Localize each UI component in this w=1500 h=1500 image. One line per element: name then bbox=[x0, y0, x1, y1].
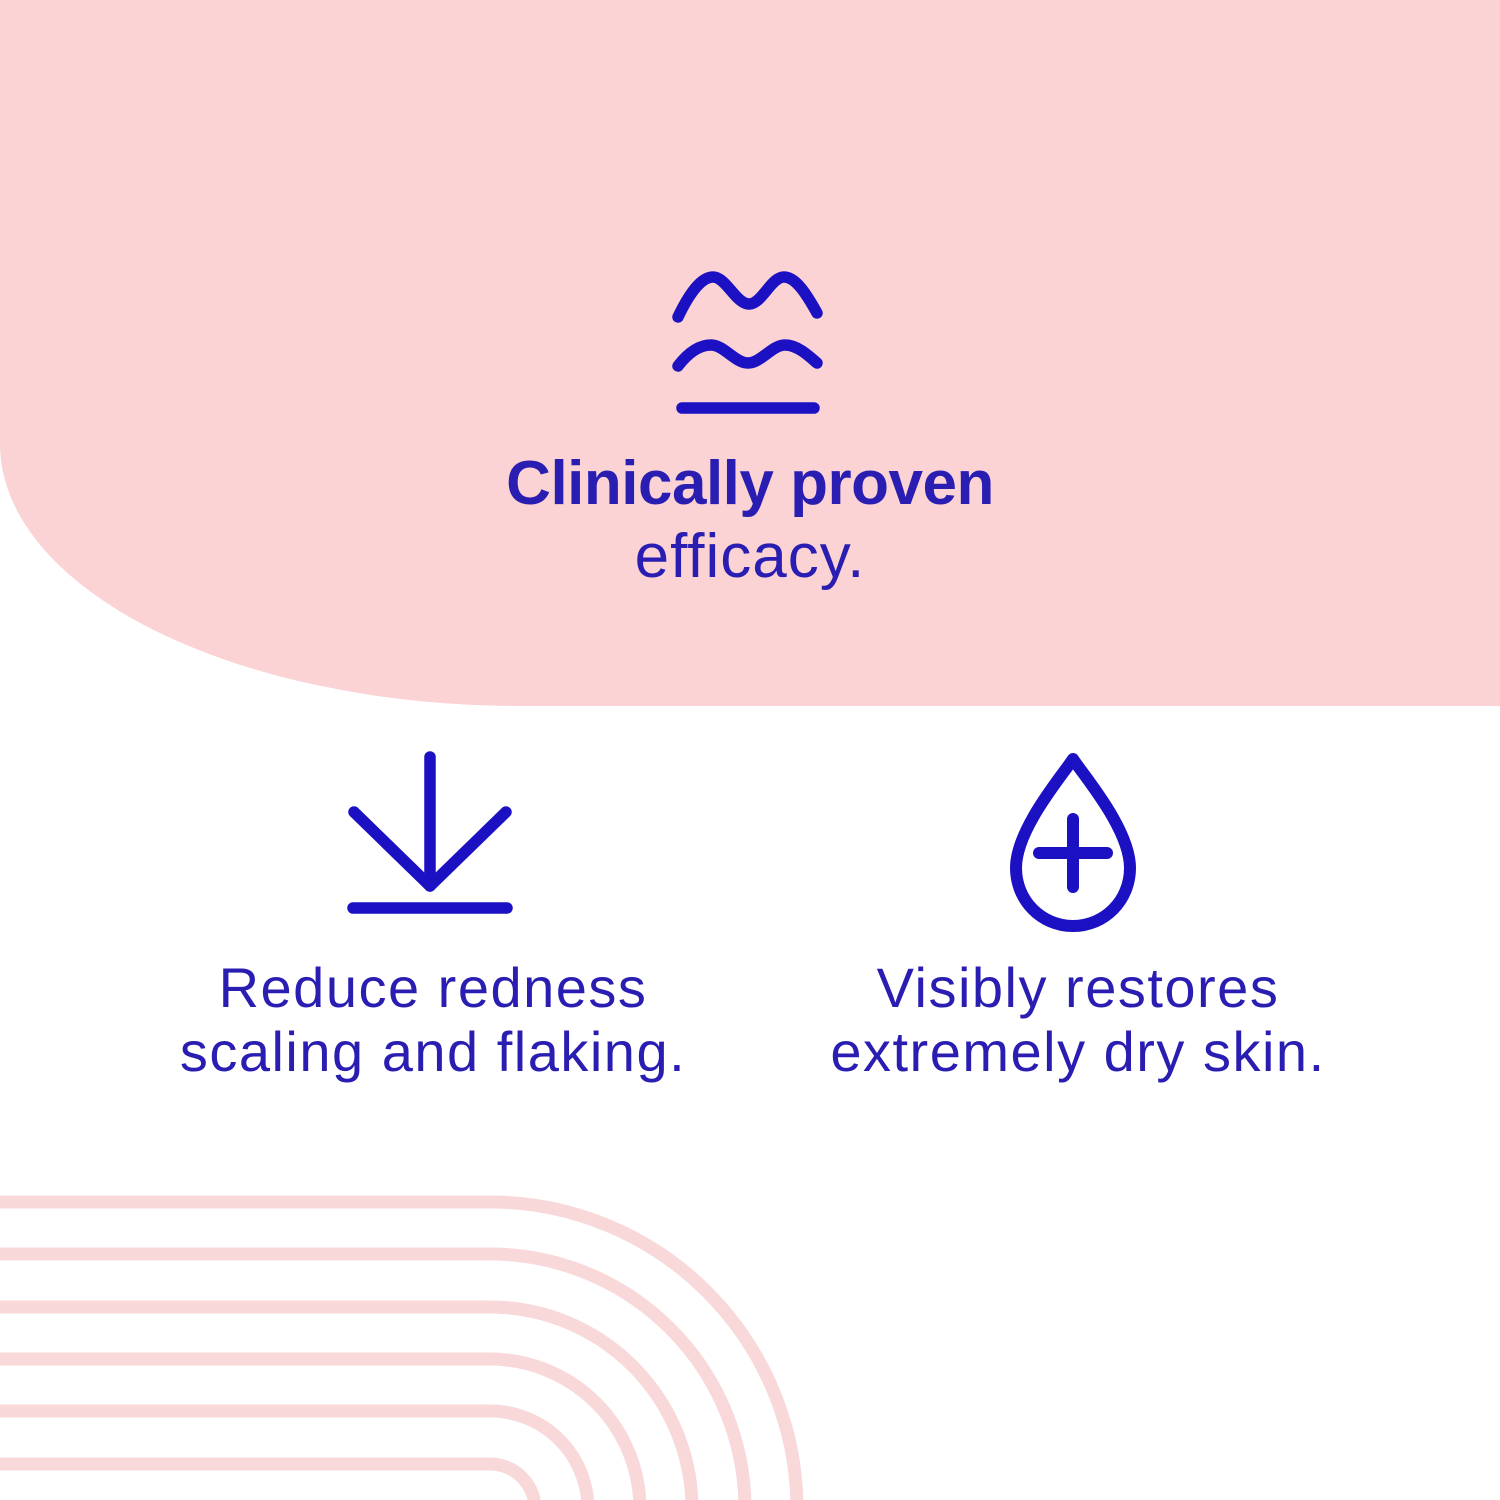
feature-restores-skin-caption: Visibly restores extremely dry skin. bbox=[728, 956, 1428, 1084]
arrow-down-to-line-icon bbox=[347, 751, 513, 914]
feature-caption-line: extremely dry skin. bbox=[830, 1020, 1326, 1083]
hero-title: Clinically proven efficacy. bbox=[0, 447, 1500, 593]
waves-icon bbox=[672, 271, 823, 414]
droplet-plus-icon bbox=[1010, 753, 1136, 932]
feature-caption-line: Reduce redness bbox=[218, 956, 648, 1019]
corner-stripes-decoration bbox=[0, 1195, 804, 1500]
hero-title-regular-line: efficacy. bbox=[634, 522, 866, 591]
hero-title-bold-line: Clinically proven bbox=[506, 449, 994, 518]
feature-caption-line: scaling and flaking. bbox=[179, 1020, 687, 1083]
feature-caption-line: Visibly restores bbox=[876, 956, 1280, 1019]
feature-reduce-redness-caption: Reduce redness scaling and flaking. bbox=[83, 956, 783, 1084]
pink-blob-background bbox=[0, 0, 1500, 706]
